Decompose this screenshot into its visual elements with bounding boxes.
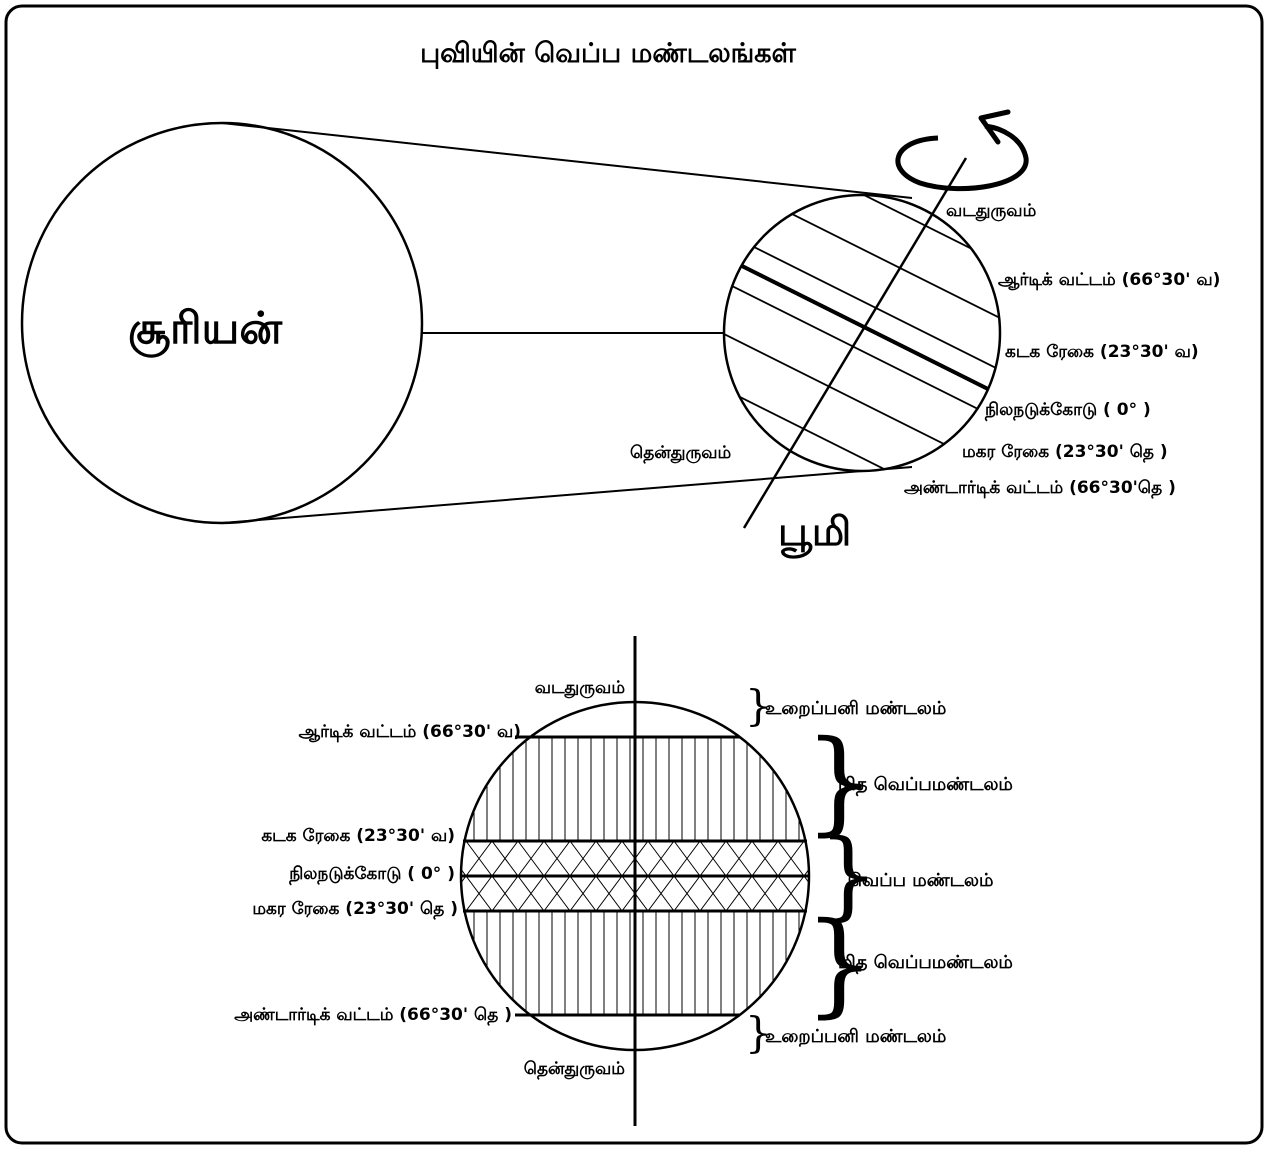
zone-torrid-label: வெப்ப மண்டலம் <box>848 870 993 891</box>
bottom-equator-label: நிலநடுக்கோடு ( 0° ) <box>288 864 455 886</box>
diagram-title: புவியின் வெப்ப மண்டலங்கள் <box>420 38 796 69</box>
bottom-south-pole-label: தென்துருவம் <box>524 1059 626 1079</box>
zone-temperate-south-label: மித வெப்பமண்டலம் <box>838 952 1013 975</box>
earth-label: பூமி <box>778 509 851 559</box>
bottom-arctic-label: ஆர்டிக் வட்டம் (66°30' வ) <box>299 722 521 742</box>
sun-label: சூரியன் <box>128 303 284 358</box>
heat-zones-figure: வடதுருவம் ஆர்டிக் வட்டம் (66°30' வ) கடக … <box>234 636 1013 1126</box>
top-arctic-label: ஆர்டிக் வட்டம் (66°30' வ) <box>998 270 1220 290</box>
zone-frigid-south-label: உறைப்பனி மண்டலம் <box>765 1026 946 1047</box>
sun-earth-figure: சூரியன் வடதுருவம் ஆர்டிக் வட்டம் (66°30'… <box>22 112 1220 559</box>
zone-temperate-north-label: மித வெப்பமண்டலம் <box>838 774 1013 797</box>
top-cancer-label: கடக ரேகை (23°30' வ) <box>1005 342 1199 362</box>
top-capricorn-label: மகர ரேகை (23°30' தெ ) <box>962 442 1168 462</box>
top-north-pole-label: வடதுருவம் <box>946 201 1037 221</box>
bottom-capricorn-label: மகர ரேகை (23°30' தெ ) <box>252 899 458 919</box>
bottom-antarctic-label: அண்டார்டிக் வட்டம் (66°30' தெ ) <box>234 1005 512 1025</box>
top-equator-label: நிலநடுக்கோடு ( 0° ) <box>984 400 1151 422</box>
bottom-north-pole-label: வடதுருவம் <box>535 678 626 698</box>
bottom-cancer-label: கடக ரேகை (23°30' வ) <box>261 826 455 846</box>
zone-frigid-north-label: உறைப்பனி மண்டலம் <box>765 698 946 719</box>
upper-ray <box>222 123 912 198</box>
top-antarctic-label: அண்டார்டிக் வட்டம் (66°30'தெ ) <box>904 478 1176 498</box>
rotation-arrow-icon <box>898 126 1026 189</box>
top-south-pole-label: தென்துருவம் <box>630 443 732 463</box>
